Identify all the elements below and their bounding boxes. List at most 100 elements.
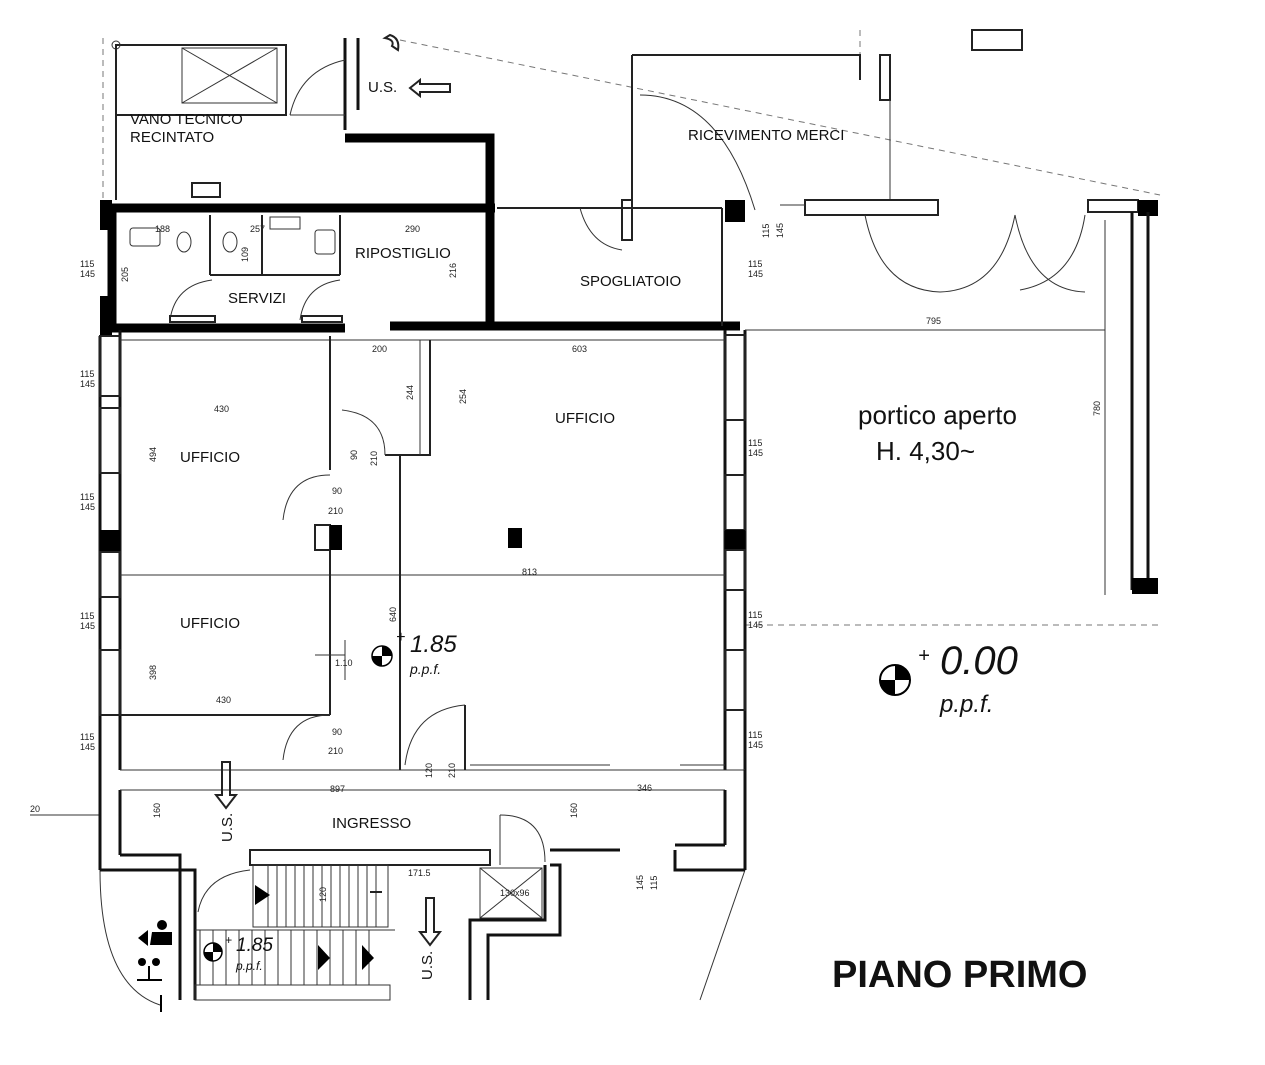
dim-label: 813 (522, 567, 537, 577)
room-label-servizi: SERVIZI (228, 290, 286, 307)
level-outside-value: 0.00 (940, 639, 1018, 683)
dim-label: 145 (80, 269, 95, 279)
dim-label: 494 (148, 447, 158, 462)
entrance-area (98, 770, 747, 1001)
services-area (129, 182, 723, 326)
room-label-spogliatoio: SPOGLIATOIO (580, 273, 681, 290)
level-marker-stair (203, 942, 223, 962)
room-labels: VANO TECNICO RECINTATO RICEVIMENTO MERCI… (130, 111, 1017, 832)
room-label-portico-height: H. 4,30~ (876, 436, 975, 466)
label-height-mark: 1.10 (335, 658, 353, 668)
dim-label: 90 (332, 486, 342, 496)
plan-title: PIANO PRIMO (832, 954, 1087, 996)
dim-label: 780 (1092, 401, 1102, 416)
dim-label: 115 (761, 224, 771, 238)
dim-label: 205 (120, 267, 130, 282)
dim-label: 145 (748, 620, 763, 630)
top-area (111, 29, 1139, 216)
room-label-ufficio-main: UFFICIO (555, 410, 615, 427)
dim-label: 200 (372, 344, 387, 354)
dim-label: 115 (80, 732, 94, 742)
dim-label: 603 (572, 344, 587, 354)
arrow-left-icon (408, 77, 451, 99)
dim-label: 115 (748, 438, 762, 448)
dim-label: 430 (214, 404, 229, 414)
dim-label: 115 (80, 492, 94, 502)
level-marker-main (371, 645, 393, 667)
dim-label: 160 (569, 803, 579, 818)
level-outside-unit: p.p.f. (939, 691, 993, 718)
dim-label: 20 (30, 804, 40, 814)
dim-label: 210 (328, 746, 343, 756)
dim-label: 115 (80, 369, 94, 379)
dim-label: 188 (155, 224, 170, 234)
dim-label: 109 (240, 247, 250, 262)
level-plus: + (225, 933, 232, 947)
dimension-labels: 290 257 188 109 205 216 200 603 244 254 … (30, 224, 1102, 902)
office-walls (98, 330, 747, 771)
arrow-down-icon (417, 897, 443, 947)
level-plus: + (918, 645, 930, 667)
window-dimension-labels: 115 145 115 145 115 145 115 145 115 145 … (80, 223, 785, 890)
dim-label: 120 (424, 763, 434, 778)
level-stair-unit: p.p.f. (235, 959, 263, 973)
dim-label: 115 (748, 259, 762, 269)
arrow-down-icon (213, 761, 239, 810)
dim-label: 430 (216, 695, 231, 705)
dim-label: 90 (332, 727, 342, 737)
label-us: U.S. (368, 79, 397, 96)
dim-label: 145 (748, 740, 763, 750)
label-us: U.S. (419, 951, 436, 980)
accessibility-icon (137, 920, 172, 1012)
dim-label: 640 (388, 607, 398, 622)
dim-label: 145 (748, 448, 763, 458)
dim-label: 244 (405, 385, 415, 400)
stair-treads (199, 865, 377, 985)
dim-label: 115 (649, 876, 659, 890)
room-label-ripostiglio: RIPOSTIGLIO (355, 245, 451, 262)
dim-label: 145 (748, 269, 763, 279)
dim-label: 210 (328, 506, 343, 516)
dim-label: 257 (250, 224, 265, 234)
dim-label: 130x96 (500, 888, 530, 898)
room-label-vano-tecnico-2: RECINTATO (130, 129, 214, 146)
dim-label: 254 (458, 389, 468, 404)
dim-label: 346 (637, 783, 652, 793)
service-walls (100, 133, 1158, 336)
portico-area (745, 212, 1158, 595)
dim-label: 290 (405, 224, 420, 234)
dim-label: 398 (148, 665, 158, 680)
dim-label: 145 (775, 223, 785, 238)
level-labels: + 1.85 p.p.f. + 0.00 p.p.f. + 1.85 p.p.f… (225, 629, 1018, 973)
room-label-ufficio-top-left: UFFICIO (180, 449, 240, 466)
dim-label: 160 (152, 803, 162, 818)
room-label-vano-tecnico: VANO TECNICO (130, 111, 243, 128)
room-label-portico: portico aperto (858, 400, 1017, 430)
level-main-unit: p.p.f. (409, 661, 441, 677)
dim-label: 90 (349, 450, 359, 460)
room-label-ufficio-bottom-left: UFFICIO (180, 615, 240, 632)
dim-label: 120 (318, 887, 328, 902)
dim-label: 145 (80, 742, 95, 752)
label-us: U.S. (219, 813, 236, 842)
dim-label: 210 (369, 451, 379, 466)
dim-label: 216 (448, 263, 458, 278)
dim-label: 145 (635, 875, 645, 890)
room-label-ingresso: INGRESSO (332, 815, 411, 832)
dim-label: 115 (80, 259, 94, 269)
level-main-value: 1.85 (410, 631, 457, 658)
level-plus: + (396, 629, 405, 646)
site-lines (30, 30, 1161, 1006)
misc-labels: U.S. U.S. U.S. 1.10 PIANO PRIMO (219, 79, 1087, 996)
dim-label: 115 (748, 610, 762, 620)
arrows (213, 33, 451, 947)
dim-label: 897 (330, 784, 345, 794)
dim-label: 115 (80, 611, 94, 621)
dim-label: 115 (748, 730, 762, 740)
stair-arrow-icon (382, 33, 400, 52)
dim-label: 210 (447, 763, 457, 778)
dim-label: 795 (926, 316, 941, 326)
room-label-ricevimento-merci: RICEVIMENTO MERCI (688, 127, 844, 144)
level-marker-outside (879, 664, 911, 696)
